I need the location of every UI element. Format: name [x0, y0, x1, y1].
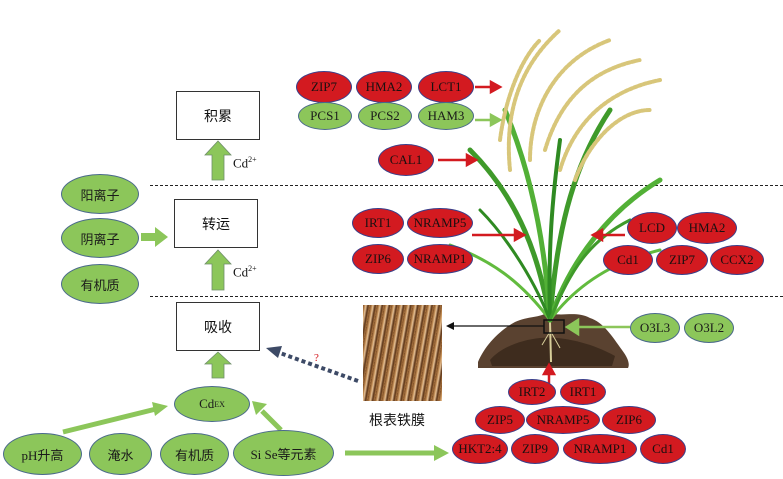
gene-lcd: LCD [627, 212, 677, 244]
gene-hma2-stem: HMA2 [677, 212, 737, 244]
gene-o3l2: O3L2 [684, 313, 734, 343]
stage-label-accumulation: 积累 [204, 109, 232, 125]
gene-zip7-stem: ZIP7 [656, 245, 708, 275]
gene-cal1: CAL1 [378, 144, 434, 176]
gene-pcs1: PCS1 [298, 102, 352, 130]
factor-organic-matter-soil: 有机质 [160, 433, 229, 475]
up-arrow-to-translocation [204, 249, 232, 291]
factor-organic-matter: 有机质 [61, 264, 139, 304]
gene-cd1-root: Cd1 [640, 434, 686, 464]
gene-lct1: LCT1 [418, 71, 474, 103]
factor-ph-increase: pH升高 [3, 433, 82, 475]
iron-plaque-label: 根表铁膜 [369, 414, 425, 429]
factor-anion: 阴离子 [61, 218, 139, 258]
cd-ion-label-upper: Cd2+ [233, 155, 257, 171]
cd-ion-label-lower: Cd2+ [233, 264, 257, 280]
up-arrow-to-absorption [203, 351, 233, 379]
gene-zip9: ZIP9 [511, 434, 559, 464]
gene-zip6-stem: ZIP6 [352, 244, 404, 274]
gene-nramp5-root: NRAMP5 [526, 406, 600, 434]
stage-box-accumulation: 积累 [176, 91, 260, 140]
stage-divider-lower [150, 296, 783, 297]
stage-label-absorption: 吸收 [204, 320, 232, 336]
gene-zip6-root: ZIP6 [602, 406, 656, 434]
gene-zip5: ZIP5 [475, 406, 525, 434]
stage-divider-upper [150, 185, 783, 186]
gene-ccx2: CCX2 [710, 245, 764, 275]
gene-cd1-stem: Cd1 [603, 245, 653, 275]
gene-pcs2: PCS2 [358, 102, 412, 130]
gene-hkt2-4: HKT2:4 [452, 434, 508, 464]
gene-irt1-root: IRT1 [560, 379, 606, 405]
gene-zip7-grain: ZIP7 [296, 71, 352, 103]
up-arrow-to-accumulation [204, 140, 232, 181]
gene-nramp1-stem: NRAMP1 [407, 244, 473, 274]
gene-ham3: HAM3 [418, 102, 474, 130]
factor-cation: 阳离子 [61, 174, 139, 214]
iron-plaque-image [363, 305, 442, 401]
gene-irt1-stem: IRT1 [352, 208, 404, 238]
stage-box-translocation: 转运 [174, 199, 258, 248]
stage-label-translocation: 转运 [202, 217, 230, 233]
gene-nramp5-stem: NRAMP5 [407, 208, 473, 238]
arrow-anion-to-translocation [141, 227, 168, 247]
factor-si-se-elements: Si Se等元素 [233, 430, 334, 476]
question-mark: ? [314, 352, 319, 364]
gene-hma2-grain: HMA2 [356, 71, 412, 103]
factor-flooding: 淹水 [89, 433, 152, 475]
stage-box-absorption: 吸收 [176, 302, 260, 351]
gene-o3l3: O3L3 [630, 313, 680, 343]
gene-irt2: IRT2 [508, 379, 556, 405]
gene-nramp1-root: NRAMP1 [563, 434, 637, 464]
